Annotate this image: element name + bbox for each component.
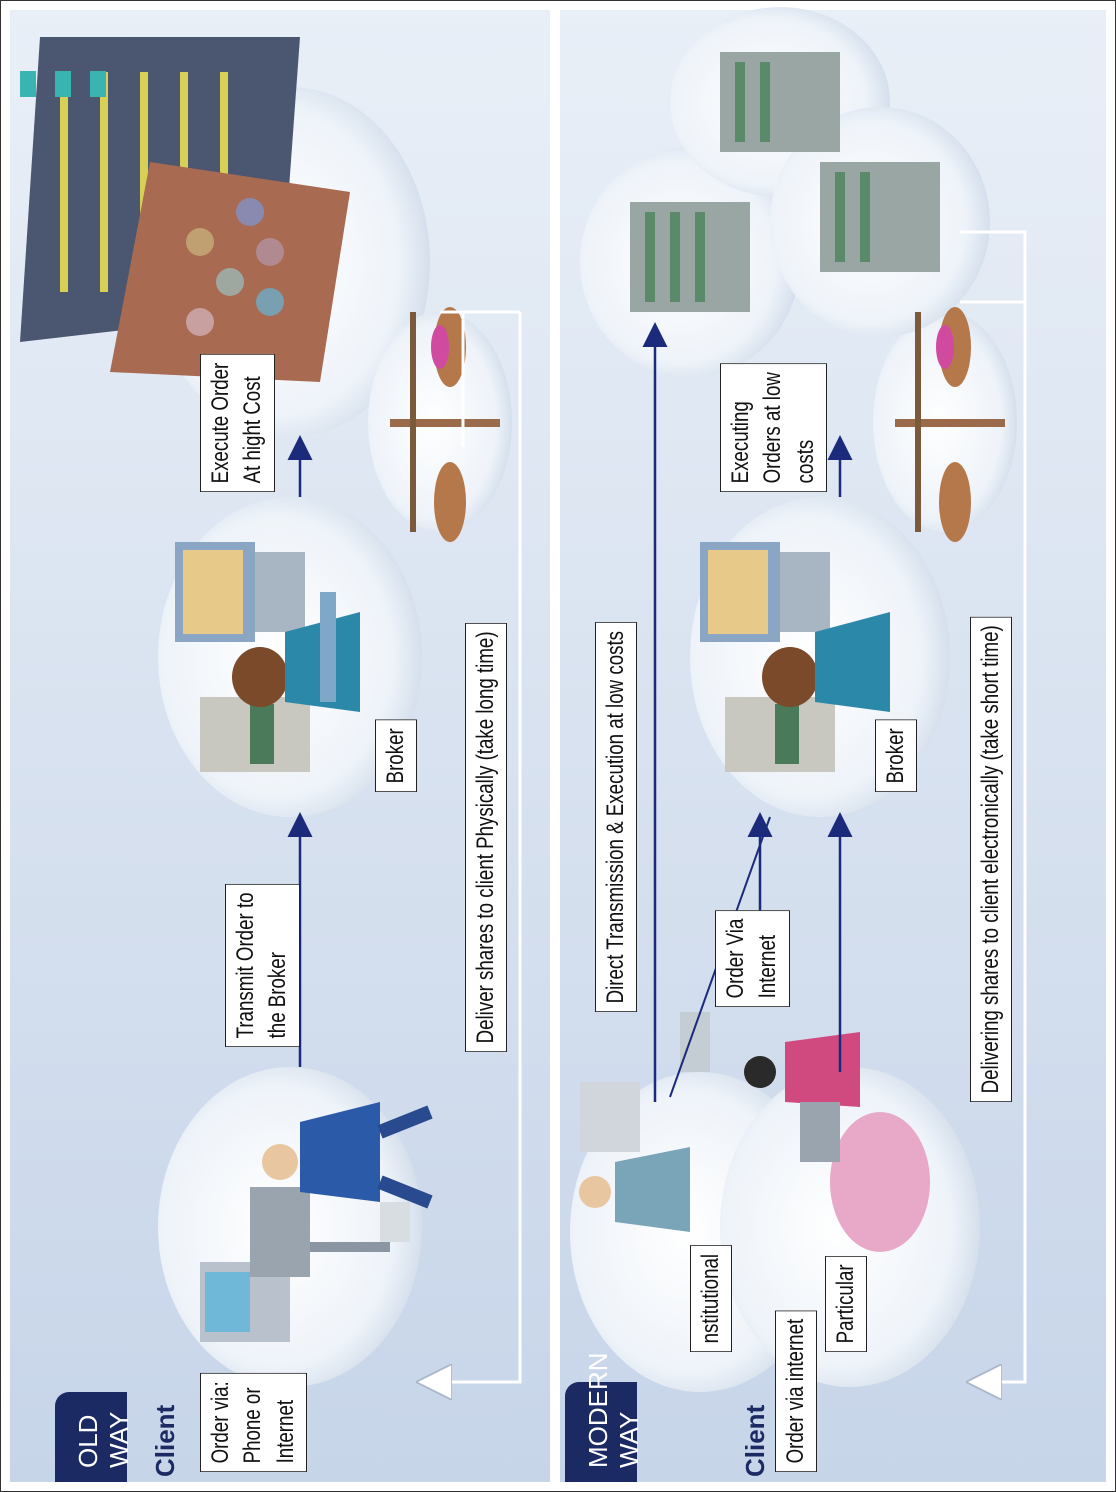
delivering-arrow xyxy=(975,302,1027,1382)
modern-client-heading: Client xyxy=(740,1404,770,1477)
execute-label: Execute Order At hight Cost xyxy=(200,354,275,492)
deliver-label: Deliver shares to client Physically (tak… xyxy=(465,622,508,1052)
old-exchange-illustration xyxy=(20,37,350,382)
institutional-label: nstitutional xyxy=(690,1245,733,1352)
delivering-label: Delivering shares to client electronical… xyxy=(970,616,1013,1102)
old-broker-illustration xyxy=(175,542,360,772)
direct-transmission-label: Direct Transmission & Execution at low c… xyxy=(595,622,638,1012)
modern-broker-illustration xyxy=(700,542,890,772)
modern-way-title: MODERN WAY xyxy=(565,1352,644,1482)
deliver-arrow xyxy=(425,312,522,1382)
executing-label: Executing Orders at low costs xyxy=(720,363,828,492)
order-via-internet-label: Order Via Internet xyxy=(715,910,790,1007)
old-scale-illustration xyxy=(390,307,500,542)
particular-label: Particular xyxy=(825,1255,868,1352)
old-broker-label: Broker xyxy=(375,719,418,792)
modern-broker-label: Broker xyxy=(875,719,918,792)
transmit-label: Transmit Order to the Broker xyxy=(225,883,300,1047)
old-client-illustration xyxy=(200,1102,433,1342)
modern-client-order-label: Order via internet xyxy=(775,1310,818,1472)
old-way-title: OLD WAY xyxy=(55,1392,134,1482)
old-client-heading: Client xyxy=(150,1404,180,1477)
server-illustrations xyxy=(630,52,940,312)
old-client-order-label: Order via: Phone or Internet xyxy=(200,1372,308,1472)
modern-scale-illustration xyxy=(895,307,1005,542)
institutional-client-illustration xyxy=(579,1012,710,1232)
